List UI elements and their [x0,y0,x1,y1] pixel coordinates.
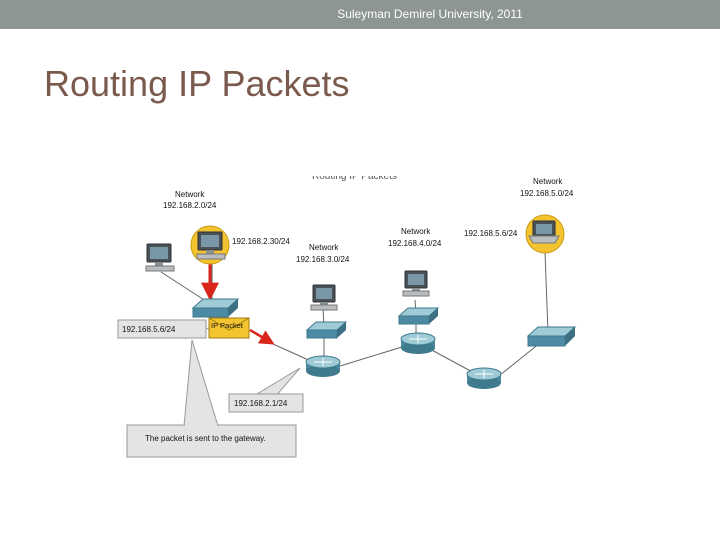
network-address-3: 192.168.4.0/24 [388,239,442,248]
router-right [466,367,502,389]
switch-net2 [191,298,240,318]
note-callout [126,424,297,458]
host-computer-left [145,243,175,272]
network-address-4: 192.168.5.0/24 [520,189,574,198]
slide-title: Routing IP Packets [44,63,350,104]
switch-net5 [526,326,577,347]
switch-net4 [397,307,440,325]
network-label-3: Network [401,227,431,236]
dest-host-ip: 192.168.5.6/24 [464,229,518,238]
host-computer-net4 [402,270,430,297]
switch-net3 [305,321,348,339]
institution-label: Suleyman Demirel University, 2011 [337,7,523,21]
network-label-4: Network [533,177,563,186]
note-callout-pointer [183,339,219,427]
ip-packet-envelope: IP Packet [208,317,250,339]
header-bar: Suleyman Demirel University, 2011 [0,0,720,29]
ip-packet-label: IP Packet [211,321,244,330]
diagram-cut-heading: Routing IP Packets [312,171,397,182]
packet-dest-ip: 192.168.5.6/24 [122,325,176,334]
router-middle [400,332,436,354]
dest-laptop [528,220,560,244]
network-label-2: Network [309,243,339,252]
network-address-2: 192.168.3.0/24 [296,255,350,264]
source-host-computer [196,231,226,260]
host-computer-net3 [310,284,338,311]
note-callout-join [185,423,217,427]
gateway-callout-pointer [250,367,301,398]
note-text: The packet is sent to the gateway. [145,434,266,443]
source-host-ip: 192.168.2.30/24 [232,237,290,246]
route-arrow-gateway [249,328,275,345]
router-gateway [305,355,341,377]
network-label-1: Network [175,190,205,199]
gateway-ip: 192.168.2.1/24 [234,399,288,408]
heading-mask [300,163,430,176]
network-address-1: 192.168.2.0/24 [163,201,217,210]
gateway-callout [228,393,304,413]
